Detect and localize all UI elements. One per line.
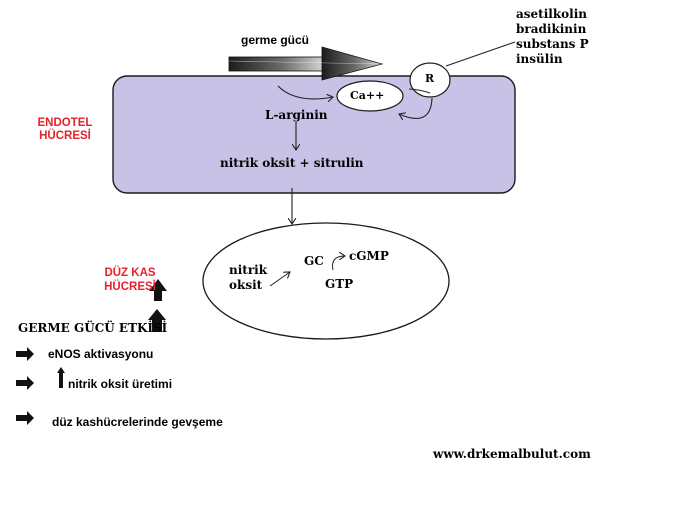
right-arrow-icon [16,411,34,425]
receptor-release-arrow [408,88,431,94]
cell-no-label-1: nitrik [229,263,268,277]
effect-item-2: nitrik oksit üretimi [68,377,173,391]
right-arrow-icon [16,347,34,361]
receptor-circle [409,62,451,98]
receptor-label: R [425,72,435,85]
stretch-force-label: germe gücü [241,33,310,47]
smooth-muscle-label-2: HÜCRESİ [104,281,156,293]
effect-item-1: eNOS aktivasyonu [48,347,154,361]
gc-label: GC [304,254,324,268]
smooth-muscle-label-1: DÜZ KAS [104,267,156,279]
l-arginin-label: L-arginin [265,108,328,122]
agonist-connector-line [445,41,516,67]
endothelial-cell [112,75,516,194]
stretch-effect-title: GERME GÜCÜ ETKİSİ [18,321,168,335]
stretch-force-arrow [228,46,384,81]
gtp-label: GTP [325,277,354,291]
calcium-label: Ca++ [350,89,385,102]
endotel-cell-label-1: ENDOTEL [37,117,93,129]
receptor-to-calcium-arrow [399,97,433,118]
agonist-label-2: bradikinin [516,22,587,36]
up-arrow-icon [148,309,166,332]
smooth-muscle-cell [202,222,450,340]
right-arrow-icon [16,376,34,390]
endotel-cell-label-2: HÜCRESİ [39,130,91,142]
up-arrow-icon [149,279,167,301]
up-arrow-icon [57,367,65,388]
gtp-to-cgmp-arrow [332,256,346,271]
cgmp-label: cGMP [349,249,389,263]
cell-no-label-2: oksit [229,278,263,292]
calcium-ellipse [336,80,404,112]
agonist-label-3: substans P [516,37,589,51]
no-sitrulin-label: nitrik oksit + sitrulin [220,156,364,170]
stretch-to-calcium-arrow [277,85,333,99]
effect-item-3: düz kashücrelerinde gevşeme [52,415,223,429]
agonist-label-1: asetilkolin [516,7,587,21]
website-label: www.drkemalbulut.com [433,447,591,461]
no-to-gc-arrow [269,272,290,287]
agonist-label-4: insülin [516,52,563,66]
